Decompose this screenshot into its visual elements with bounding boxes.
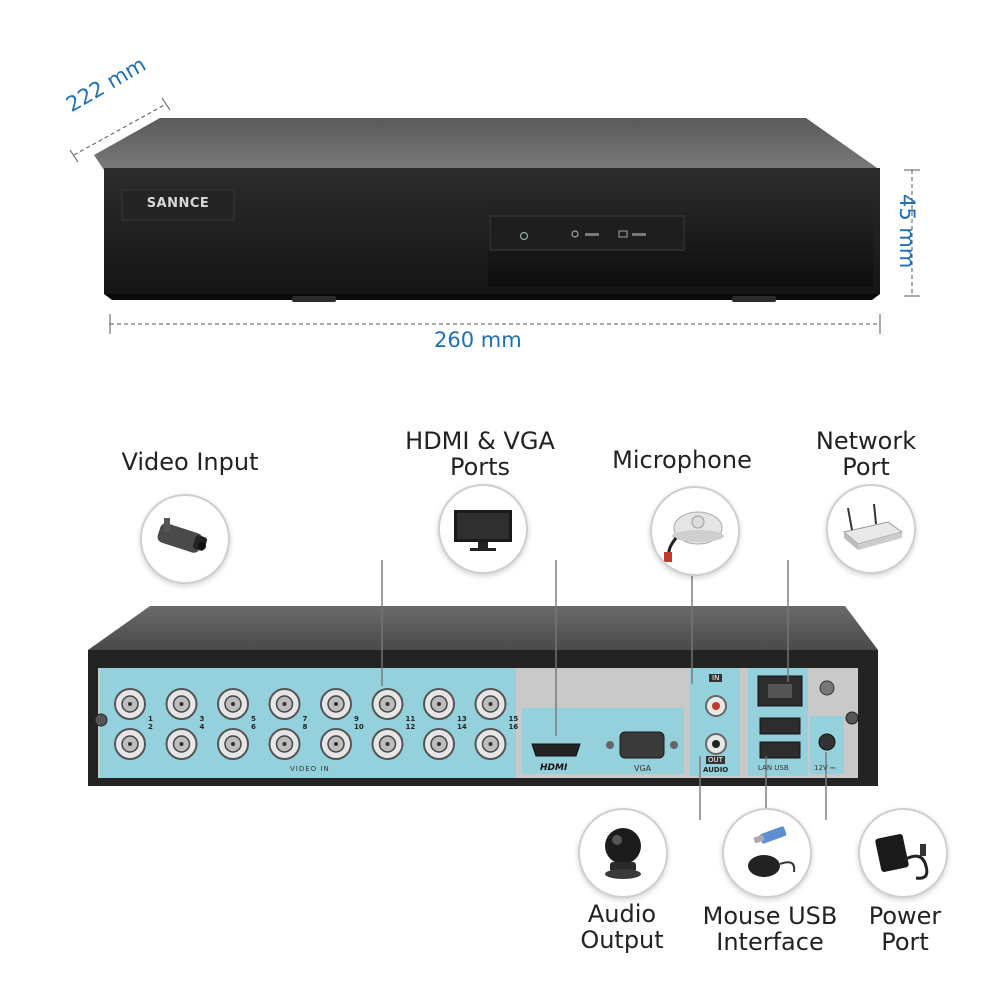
audio-output-label-line1: Audio xyxy=(587,900,657,928)
mouse-usb-circle xyxy=(722,808,812,898)
network-label-line1: Network xyxy=(815,427,917,455)
mouse-usb-label-line2: Interface xyxy=(716,928,824,956)
vga-port-icon xyxy=(619,731,665,759)
channel-number: 2 xyxy=(148,723,153,731)
hdd-led-icon xyxy=(571,230,579,238)
channel-number: 16 xyxy=(508,723,519,731)
bnc-connector-pin xyxy=(437,702,441,706)
microphone-icon xyxy=(664,511,724,562)
hdmi-label: HDMI xyxy=(540,763,568,773)
depth-dimension-line xyxy=(69,97,171,163)
network-led-icon xyxy=(618,230,628,238)
audio-output-label: Audio Output xyxy=(562,901,682,953)
width-label: 260 mm xyxy=(434,328,522,352)
network-circle xyxy=(826,484,916,574)
bnc-connector-pin xyxy=(488,742,493,746)
mouse-usb-icon xyxy=(748,826,796,877)
video-input-label: Video Input xyxy=(121,448,259,476)
bnc-connector-pin xyxy=(334,742,338,746)
channel-number: 5 xyxy=(251,715,256,723)
power-spec-label: 12V ⎓ xyxy=(814,764,836,772)
audio-out-label: OUT xyxy=(706,756,725,764)
channel-number: 13 xyxy=(457,715,467,723)
mouse-usb-label-line1: Mouse USB xyxy=(702,902,838,930)
rear-panel-diagram xyxy=(88,560,878,820)
bnc-connector-pin xyxy=(231,742,235,746)
vga-label: VGA xyxy=(634,764,652,773)
bnc-connector-pin xyxy=(179,742,184,746)
hdmi-vga-label-line1: HDMI & VGA xyxy=(405,427,555,455)
bnc-connector-pin xyxy=(334,702,338,706)
bnc-connector-pin xyxy=(385,702,390,706)
channel-number: 11 xyxy=(405,715,416,723)
height-dimension-line xyxy=(904,169,920,297)
hdmi-port-icon xyxy=(531,743,581,757)
channel-number: 14 xyxy=(457,723,467,731)
audio-label: AUDIO xyxy=(703,766,729,774)
height-label: 45 mm xyxy=(895,194,919,269)
width-dimension-line xyxy=(109,314,881,334)
bnc-connector-pin xyxy=(282,702,287,706)
router-icon xyxy=(842,503,904,550)
power-socket-icon xyxy=(818,733,836,751)
power-label: Power Port xyxy=(850,903,960,955)
channel-number: 15 xyxy=(508,715,519,723)
audio-output-label-line2: Output xyxy=(580,926,664,954)
bnc-connector-pin xyxy=(128,742,132,746)
channel-number: 7 xyxy=(302,715,308,723)
camera-icon xyxy=(157,518,208,553)
audio-output-circle xyxy=(578,808,668,898)
power-adapter-icon xyxy=(875,834,929,880)
microphone-circle xyxy=(650,486,740,576)
front-view-diagram xyxy=(69,97,920,334)
channel-number: 10 xyxy=(354,723,364,731)
power-circle xyxy=(858,808,948,898)
channel-number: 6 xyxy=(251,723,256,731)
channel-number: 1 xyxy=(148,715,153,723)
audio-in-label: IN xyxy=(709,674,723,682)
bnc-connector-pin xyxy=(231,702,235,706)
usb-port-icon xyxy=(759,717,801,735)
bnc-connector-pin xyxy=(282,742,287,746)
ground-screw-icon xyxy=(819,680,835,696)
brand-logo: SANNCE xyxy=(146,196,210,211)
network-label: Network Port xyxy=(796,428,936,480)
bnc-connector-pin xyxy=(385,742,390,746)
hdmi-vga-label: HDMI & VGA Ports xyxy=(390,428,570,480)
hdmi-vga-label-line2: Ports xyxy=(449,453,511,481)
channel-number: 3 xyxy=(199,715,205,723)
brand-badge xyxy=(121,189,235,221)
bnc-connector-pin xyxy=(179,702,184,706)
channel-number: 4 xyxy=(199,723,205,731)
bnc-connectors xyxy=(114,688,507,760)
lan-usb-label: LAN USB xyxy=(758,764,789,772)
dvr-top-surface xyxy=(94,118,880,170)
mouse-usb-label: Mouse USB Interface xyxy=(690,903,850,955)
video-input-circle xyxy=(140,494,230,584)
network-label-line2: Port xyxy=(842,453,890,481)
bnc-connector-pin xyxy=(128,702,132,706)
channel-number: 9 xyxy=(354,715,359,723)
video-in-highlight xyxy=(100,668,516,778)
channel-number: 12 xyxy=(405,723,416,731)
video-in-label: VIDEO IN xyxy=(290,765,330,773)
channel-number: 8 xyxy=(302,723,308,731)
power-label-line2: Port xyxy=(881,928,929,956)
monitor-icon xyxy=(454,510,512,551)
bnc-connector-pin xyxy=(488,702,493,706)
power-label-line1: Power xyxy=(868,902,942,930)
rear-top-surface xyxy=(88,606,878,650)
power-led-icon xyxy=(519,231,529,241)
bnc-connector-pin xyxy=(437,742,441,746)
microphone-label: Microphone xyxy=(612,446,752,474)
speaker-icon xyxy=(605,828,641,879)
hdmi-vga-circle xyxy=(438,484,528,574)
